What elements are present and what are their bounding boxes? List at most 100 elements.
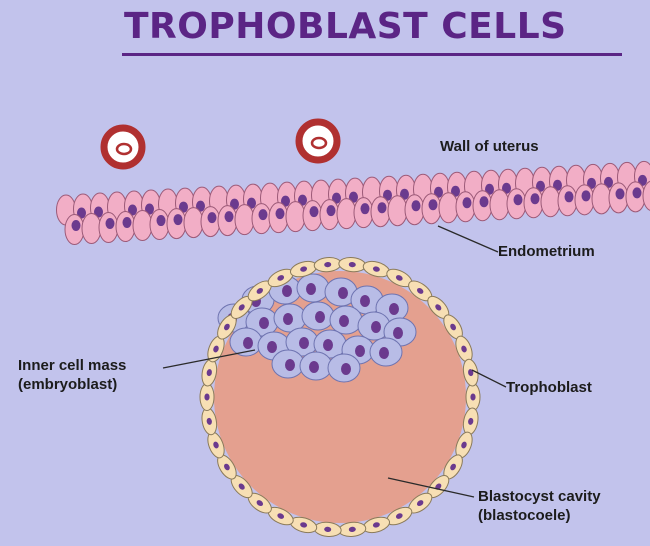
endometrium-cell-body <box>490 190 509 220</box>
inner-cell-nucleus <box>306 283 316 295</box>
inner-cell-nucleus <box>243 337 253 349</box>
trophoblast-cell <box>200 384 214 411</box>
label-inner-cell-mass: Inner cell mass (embryoblast) <box>18 356 126 394</box>
label-wall-of-uterus: Wall of uterus <box>440 137 539 156</box>
endometrium-cell <box>252 204 271 234</box>
endometrium-cell <box>388 196 407 226</box>
inner-cell-nucleus <box>315 311 325 323</box>
endometrium-nucleus <box>225 211 234 222</box>
endometrium-nucleus <box>514 194 523 205</box>
label-trophoblast: Trophoblast <box>506 378 592 397</box>
inner-cell-nucleus <box>389 303 399 315</box>
endometrium-nucleus <box>361 203 370 214</box>
endometrium-cell <box>371 197 390 227</box>
endometrium-nucleus <box>106 218 115 229</box>
label-blastocyst-cavity-line1: Blastocyst cavity <box>478 487 601 506</box>
endometrium-cell-body <box>235 205 254 235</box>
endometrium-cell <box>65 215 84 245</box>
endometrium-cell <box>150 210 169 240</box>
inner-cell <box>370 338 402 366</box>
endometrium-nucleus <box>276 208 285 219</box>
endometrium-cell <box>320 200 339 230</box>
endometrium-nucleus <box>565 191 574 202</box>
endometrium-cell <box>439 193 458 223</box>
endometrium-cell <box>575 185 594 215</box>
endometrium-layer <box>57 161 650 244</box>
endometrium-nucleus <box>429 199 438 210</box>
trophoblast-cell <box>314 521 342 537</box>
inner-cell-nucleus <box>323 339 333 351</box>
endometrium-cell-body <box>133 211 152 241</box>
inner-cell-nucleus <box>285 359 295 371</box>
endometrium-cell <box>303 201 322 231</box>
endometrium-nucleus <box>616 188 625 199</box>
inner-cell-nucleus <box>267 341 277 353</box>
trophoblast-cell <box>314 256 342 272</box>
endometrium-cell-body <box>184 208 203 238</box>
endometrium-nucleus <box>582 190 591 201</box>
endometrium-cell <box>133 211 152 241</box>
blood-cell-body <box>299 122 337 160</box>
label-blastocyst-cavity-line2: (blastocoele) <box>478 506 601 525</box>
endometrium-nucleus <box>259 209 268 220</box>
endometrium-cell <box>337 199 356 229</box>
endometrium-cell <box>184 208 203 238</box>
endometrium-cell-body <box>592 184 611 214</box>
blastocyst <box>200 256 480 537</box>
inner-cell <box>302 302 334 330</box>
label-inner-cell-mass-line1: Inner cell mass <box>18 356 126 375</box>
inner-cell-nucleus <box>341 363 351 375</box>
inner-cell <box>300 352 332 380</box>
inner-cell-nucleus <box>393 327 403 339</box>
trophoblast-nucleus <box>470 394 475 401</box>
blood-cell <box>299 122 337 160</box>
endometrium-cell <box>354 198 373 228</box>
endometrium-cell <box>235 205 254 235</box>
endometrium-nucleus <box>157 215 166 226</box>
endometrium-cell <box>626 182 645 212</box>
endometrium-cell-body <box>541 187 560 217</box>
inner-cell-nucleus <box>379 347 389 359</box>
inner-cell-nucleus <box>259 317 269 329</box>
endometrium-cell <box>422 194 441 224</box>
endometrium-cell <box>592 184 611 214</box>
inner-cell <box>297 274 329 302</box>
endometrium-nucleus <box>327 205 336 216</box>
endometrium-nucleus <box>310 206 319 217</box>
label-inner-cell-mass-line2: (embryoblast) <box>18 375 126 394</box>
trophoblast-cell <box>466 384 480 411</box>
label-blastocyst-cavity: Blastocyst cavity (blastocoele) <box>478 487 601 525</box>
endometrium-cell <box>218 206 237 236</box>
inner-cell-nucleus <box>299 337 309 349</box>
inner-cell-nucleus <box>338 287 348 299</box>
endometrium-cell <box>116 212 135 242</box>
endometrium-cell <box>558 186 577 216</box>
trophoblast-nucleus <box>204 394 209 401</box>
blood-cell-body <box>104 128 142 166</box>
endometrium-nucleus <box>531 193 540 204</box>
endometrium-cell <box>541 187 560 217</box>
endometrium-cell <box>490 190 509 220</box>
inner-cell-nucleus <box>339 315 349 327</box>
label-endometrium: Endometrium <box>498 242 595 261</box>
endometrium-cell <box>269 203 288 233</box>
page-title: TROPHOBLAST CELLS <box>124 6 567 47</box>
inner-cell-nucleus <box>355 345 365 357</box>
trophoblast-cell <box>338 521 366 537</box>
inner-cell-nucleus <box>360 295 370 307</box>
inner-cell-nucleus <box>282 285 292 297</box>
endometrium-nucleus <box>463 197 472 208</box>
inner-cell-nucleus <box>309 361 319 373</box>
endometrium-cell-body <box>286 202 305 232</box>
endometrium-nucleus <box>123 217 132 228</box>
inner-cell <box>272 350 304 378</box>
endometrium-cell <box>609 183 628 213</box>
endometrium-leader <box>438 226 498 252</box>
inner-cell-nucleus <box>371 321 381 333</box>
endometrium-nucleus <box>378 202 387 213</box>
trophoblast-cell <box>338 256 366 272</box>
endometrium-cell <box>405 195 424 225</box>
endometrium-cell-body <box>388 196 407 226</box>
